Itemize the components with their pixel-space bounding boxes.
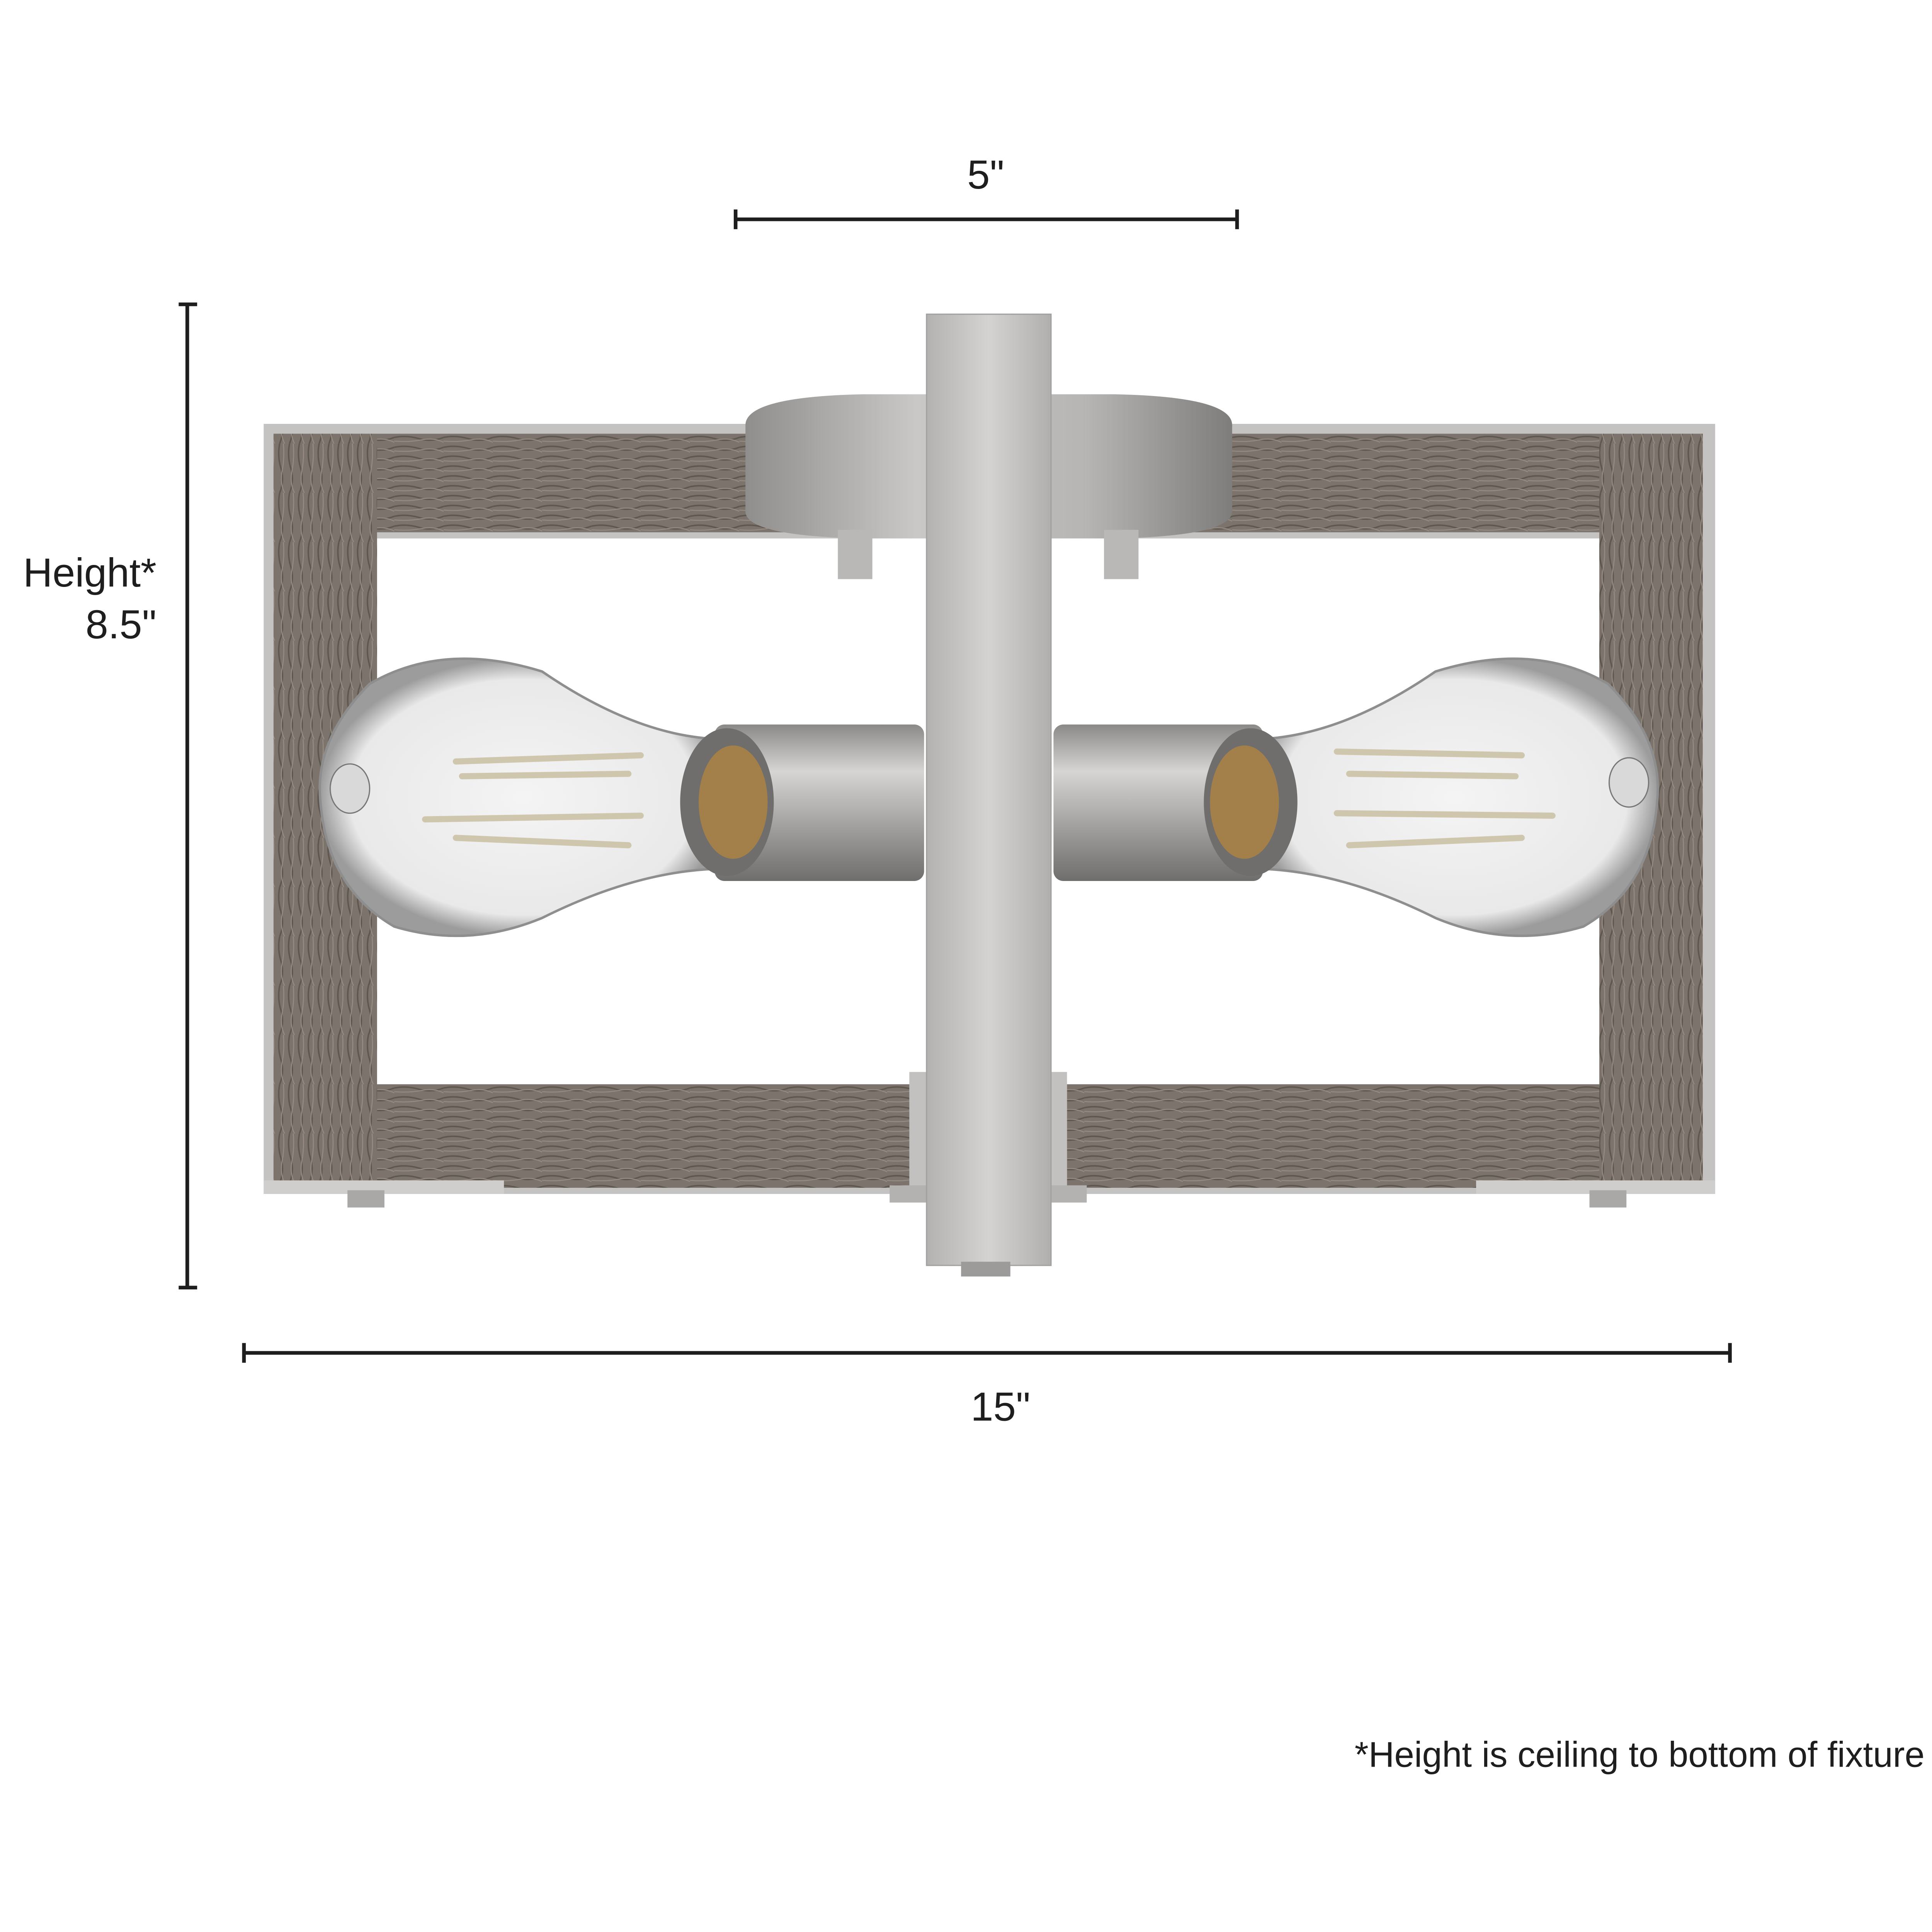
light-fixture-illustration <box>264 313 1715 1277</box>
bottom-width-label: 15" <box>971 1384 1030 1430</box>
screw <box>1589 1190 1627 1208</box>
height-label: Height* <box>23 550 156 595</box>
height-footnote: *Height is ceiling to bottom of fixture <box>1355 1735 1925 1775</box>
bottom-width-dimension: 15" <box>242 1343 1732 1430</box>
screw <box>961 1262 1010 1277</box>
top-width-label: 5" <box>967 152 1004 197</box>
left-bulb <box>318 657 728 937</box>
height-dimension: Height* 8.5" <box>23 302 197 1290</box>
screw <box>347 1190 384 1208</box>
height-value: 8.5" <box>85 602 156 647</box>
left-socket <box>714 724 924 881</box>
right-bulb-base <box>1210 745 1279 859</box>
right-socket <box>1053 724 1263 881</box>
left-bulb-base <box>699 745 768 859</box>
right-bulb <box>1249 657 1659 937</box>
top-width-dimension: 5" <box>733 152 1239 230</box>
center-bar <box>926 313 1052 1266</box>
